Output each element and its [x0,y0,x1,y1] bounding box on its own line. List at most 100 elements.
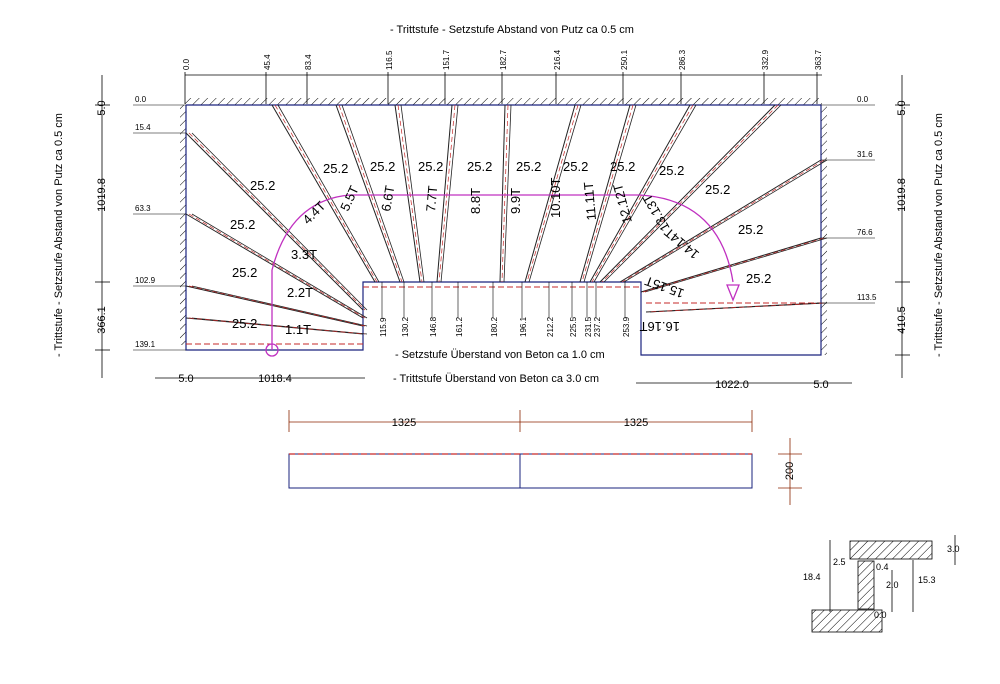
top-tick-label: 363.7 [814,49,823,70]
right-mark-label: 0.0 [857,95,869,104]
stair-outline [185,104,822,356]
note-tritt: - Trittstufe Überstand von Beton ca 3.0 … [393,373,599,385]
bottom-tick-label: 212.2 [546,316,555,337]
left-dim-c: 366.1 [96,306,108,334]
tread-width-label: 25.2 [610,159,635,174]
step-label: 14.14T [661,225,702,263]
walking-line-start [265,343,279,357]
top-tick-label: 0.0 [182,58,191,70]
step-label: 1.1T [285,322,311,337]
tread-width-label: 25.2 [232,265,257,280]
bottom-tick-label: 161.2 [455,316,464,337]
step-label: 10.10T [548,177,563,218]
right-mark-label: 31.6 [857,150,873,159]
detail-b: 0.4 [876,562,889,572]
tread-width-label: 25.2 [659,163,684,178]
tread-width-label: 25.2 [232,316,257,331]
right-wall-hatch [821,105,827,355]
bottom-tick-label: 253.9 [622,316,631,337]
top-tick-label: 286.3 [678,49,687,70]
tread-width-labels: 25.2 25.2 25.2 25.2 25.2 25.2 25.2 25.2 25.2 25.2… [230,159,771,331]
step-label: 2.2T [287,285,313,300]
landing-elevation [288,410,802,505]
bottom-tick-label: 146.8 [429,316,438,337]
step-label: 5.5T [337,183,362,213]
tread-width-label: 25.2 [516,159,541,174]
bottom-tick-label: 180.2 [490,316,499,337]
left-wall-hatch [180,105,186,345]
left-mark-label: 102.9 [135,276,156,285]
step-label: 11.11T [581,181,599,221]
left-mark-label: 15.4 [135,123,151,132]
top-tick-label: 216.4 [553,49,562,70]
bottom-dimension-ticks: 115.9 130.2 146.8 161.2 180.2 196.1 212.2 225.5… [379,282,631,337]
tread-width-label: 25.2 [323,161,348,176]
detail-d: 18.4 [803,572,821,582]
tread-width-label: 25.2 [705,182,730,197]
left-mark-label: 139.1 [135,340,156,349]
step-label: 15.15T [643,273,686,301]
detail-g: 0.0 [874,610,887,620]
step-label: 6.6T [378,184,397,212]
top-tick-label: 116.5 [385,50,394,70]
step-label: 9.9T [508,188,523,214]
walking-line-arrow [726,284,740,302]
profile-detail [811,535,956,633]
landing-width-left: 1325 [392,417,416,429]
right-dim-c: 410.5 [896,306,908,334]
detail-f: 15.3 [918,575,936,585]
step-label: 12.12T [610,182,635,225]
top-tick-label: 83.4 [304,54,313,70]
top-tick-label: 332.9 [761,49,770,70]
step-label: 13.13T [639,191,672,234]
step-labels: 1.1T 2.2T 3.3T 4.4T 5.5T 6.6T 7.7T 8.8T 9.9T 10.1… [285,177,702,337]
step-label: 7.7T [423,185,440,212]
tread-width-label: 25.2 [738,222,763,237]
tread-lines [185,104,828,335]
left-dim-b: 1019.8 [96,178,108,212]
right-dim-a: 5.0 [896,100,908,115]
tread-width-label: 25.2 [467,159,492,174]
note-left: - Trittstufe - Setzstufe Abstand von Put… [53,113,65,357]
tread-width-label: 25.2 [370,159,395,174]
walking-line [271,194,734,350]
step-label: 3.3T [291,247,317,262]
right-dim-b: 1019.8 [896,178,908,212]
step-label: 4.4T [300,198,329,227]
bottom-dim-right-a: 1022.0 [715,379,749,391]
bottom-tick-label: 115.9 [379,317,388,337]
bottom-dim-left-b: 1018.4 [258,373,292,385]
top-tick-label: 182.7 [499,49,508,70]
step-label: 8.8T [468,188,483,214]
bottom-tick-label: 231.5 [584,316,593,337]
top-tick-label: 45.4 [263,54,272,70]
top-wall-hatch [185,98,822,105]
left-dim-a: 5.0 [96,100,108,115]
tread-width-label: 25.2 [230,217,255,232]
tread-width-label: 25.2 [250,178,275,193]
left-mark-label: 0.0 [135,95,147,104]
step-label: 16.16T [639,319,680,334]
landing-height: 200 [784,462,796,480]
landing-width-right: 1325 [624,417,648,429]
note-right: - Trittstufe - Setzstufe Abstand von Put… [933,113,945,357]
bottom-tick-label: 237.2 [593,316,602,337]
left-marks: 0.0 15.4 63.3 102.9 139.1 [133,95,186,351]
bottom-tick-label: 196.1 [519,316,528,337]
detail-c: 3.0 [947,544,960,554]
bottom-dim-right-b: 5.0 [813,379,828,391]
note-setz: - Setzstufe Überstand von Beton ca 1.0 c… [395,349,605,361]
bottom-tick-label: 130.2 [401,316,410,337]
bottom-tick-label: 225.5 [569,316,578,337]
note-top: - Trittstufe - Setzstufe Abstand von Put… [390,24,634,36]
tread-width-label: 25.2 [418,159,443,174]
tread-width-label: 25.2 [563,159,588,174]
bottom-dim-left-a: 5.0 [178,373,193,385]
right-mark-label: 76.6 [857,228,873,237]
left-mark-label: 63.3 [135,204,151,213]
top-tick-label: 250.1 [620,49,629,70]
detail-e: 2.0 [886,580,899,590]
